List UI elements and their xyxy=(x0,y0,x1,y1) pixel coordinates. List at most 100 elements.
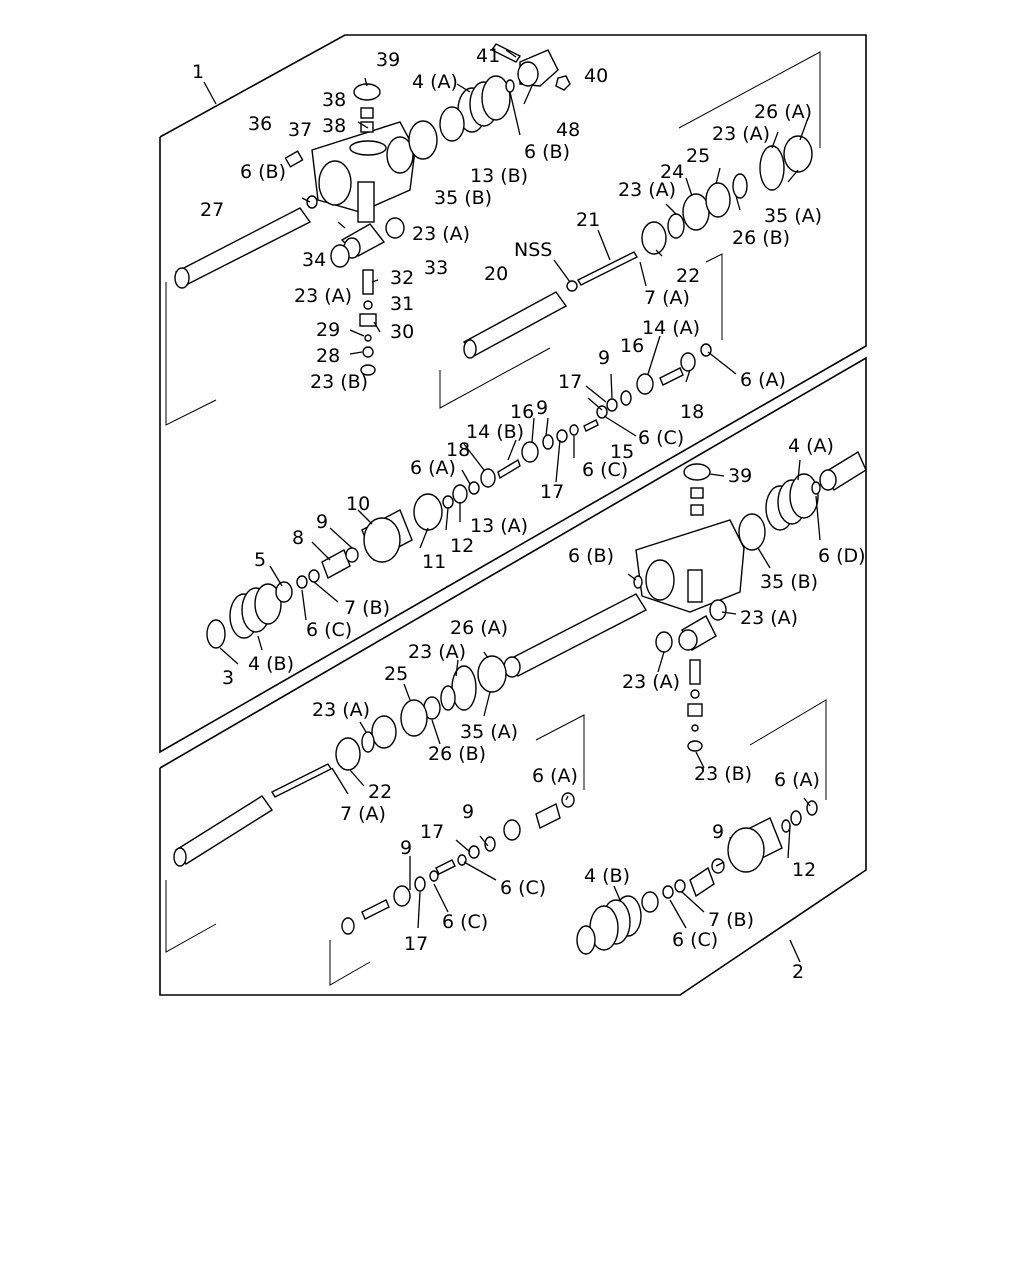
callout-label: 8 xyxy=(292,527,304,549)
callout-label: 23 (A) xyxy=(618,179,676,201)
callout-label: 6 (A) xyxy=(532,765,578,787)
callout-label: 6 (C) xyxy=(442,911,488,933)
middle-row-callouts: 14 (B) 16 9 18 6 (C) 15 6 (A) 6 (C) 17 4… xyxy=(222,397,866,693)
callout-label: 26 (A) xyxy=(754,101,812,123)
lower-part-shapes xyxy=(173,593,818,955)
callout-label: 5 xyxy=(254,549,266,571)
callout-label: 40 xyxy=(584,65,608,87)
callout-label: 26 (B) xyxy=(732,227,790,249)
callout-label: 26 (B) xyxy=(428,743,486,765)
callout-label: 23 (A) xyxy=(740,607,798,629)
callout-label: 6 (C) xyxy=(672,929,718,951)
callout-label: 23 (A) xyxy=(712,123,770,145)
callout-label: 17 xyxy=(404,933,428,955)
callout-label: 6 (C) xyxy=(500,877,546,899)
callout-label: 34 xyxy=(302,249,326,271)
callout-label: 23 (A) xyxy=(408,641,466,663)
callout-label: 35 (A) xyxy=(764,205,822,227)
callout-label: 4 (B) xyxy=(584,865,630,887)
callout-label: 25 xyxy=(384,663,408,685)
callout-label: 13 (B) xyxy=(470,165,528,187)
callout-label: 6 (A) xyxy=(740,369,786,391)
callout-label: 6 (C) xyxy=(306,619,352,641)
callout-label: 9 xyxy=(400,837,412,859)
callout-label: 31 xyxy=(390,293,414,315)
callout-label: 21 xyxy=(576,209,600,231)
callout-label: 7 (A) xyxy=(644,287,690,309)
callout-label: 9 xyxy=(712,821,724,843)
callout-label: 24 xyxy=(660,161,684,183)
callout-label: 12 xyxy=(792,859,816,881)
group-number-upper: 1 xyxy=(192,61,204,83)
callout-label: 26 (A) xyxy=(450,617,508,639)
callout-label: 7 (A) xyxy=(340,803,386,825)
callout-label: 13 (A) xyxy=(470,515,528,537)
callout-label: 37 xyxy=(288,119,312,141)
callout-label: 6 (A) xyxy=(774,769,820,791)
callout-label: 35 (B) xyxy=(760,571,818,593)
callout-label: 6 (C) xyxy=(582,459,628,481)
callout-label: 20 xyxy=(484,263,508,285)
lower-group-callouts: 23 (A) 25 35 (A) 23 (A) 26 (B) 23 (B) 22… xyxy=(312,641,820,983)
callout-label: 6 (B) xyxy=(240,161,286,183)
callout-label: 6 (D) xyxy=(818,545,866,567)
callout-label: 35 (A) xyxy=(460,721,518,743)
callout-label: 36 xyxy=(248,113,272,135)
callout-label: 38 xyxy=(322,115,346,137)
callout-label: 23 (A) xyxy=(622,671,680,693)
sub-assembly-brackets xyxy=(165,51,827,986)
callout-label: 15 xyxy=(610,441,634,463)
callout-label: 39 xyxy=(728,465,752,487)
callout-label: 29 xyxy=(316,319,340,341)
leader-lines xyxy=(203,49,821,963)
callout-label: 11 xyxy=(422,551,446,573)
callout-label: 30 xyxy=(390,321,414,343)
callout-label: 18 xyxy=(680,401,704,423)
callout-label: 41 xyxy=(476,45,500,67)
callout-label: 27 xyxy=(200,199,224,221)
callout-label: 14 (A) xyxy=(642,317,700,339)
callout-label: 18 xyxy=(446,439,470,461)
callout-label: 28 xyxy=(316,345,340,367)
callout-label: 32 xyxy=(390,267,414,289)
callout-label: 48 xyxy=(556,119,580,141)
callout-label: 23 (B) xyxy=(694,763,752,785)
callout-label: 25 xyxy=(686,145,710,167)
middle-part-shapes xyxy=(206,405,867,649)
upper-part-shapes xyxy=(174,43,813,412)
callout-label: 23 (A) xyxy=(294,285,352,307)
callout-label: 7 (B) xyxy=(344,597,390,619)
callout-label: 38 xyxy=(322,89,346,111)
callout-label: 23 (B) xyxy=(310,371,368,393)
callout-label: 3 xyxy=(222,667,234,689)
callout-label: 6 (B) xyxy=(568,545,614,567)
callout-label: 16 xyxy=(510,401,534,423)
callout-label: 7 (B) xyxy=(708,909,754,931)
callout-label: 4 (A) xyxy=(788,435,834,457)
callout-label: 22 xyxy=(676,265,700,287)
callout-label: 6 (B) xyxy=(524,141,570,163)
callout-label: 4 (B) xyxy=(248,653,294,675)
callout-label: 17 xyxy=(558,371,582,393)
callout-label: 17 xyxy=(540,481,564,503)
callout-label: 23 (A) xyxy=(312,699,370,721)
callout-label: 6 (C) xyxy=(638,427,684,449)
callout-label: 9 xyxy=(462,801,474,823)
callout-label: NSS xyxy=(514,239,552,261)
callout-label: 6 (A) xyxy=(410,457,456,479)
lower-group-frame xyxy=(159,356,867,996)
callout-label: 39 xyxy=(376,49,400,71)
callout-label: 23 (A) xyxy=(412,223,470,245)
group-number-lower: 2 xyxy=(792,961,804,983)
callout-label: 35 (B) xyxy=(434,187,492,209)
callout-label: 17 xyxy=(420,821,444,843)
callout-label: 9 xyxy=(316,511,328,533)
callout-label: 10 xyxy=(346,493,370,515)
upper-group-callouts: 1 39 41 40 38 4 (A) 38 36 37 48 6 (B) 26… xyxy=(192,45,822,423)
callout-label: 9 xyxy=(598,347,610,369)
callout-label: 9 xyxy=(536,397,548,419)
callout-label: 22 xyxy=(368,781,392,803)
callout-label: 12 xyxy=(450,535,474,557)
callout-label: 33 xyxy=(424,257,448,279)
